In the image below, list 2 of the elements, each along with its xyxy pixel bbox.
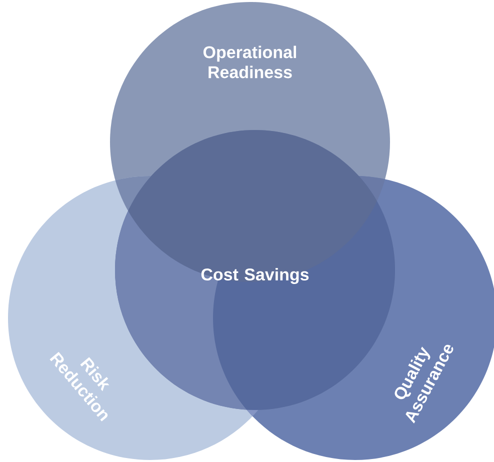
circle-label: Operational Readiness xyxy=(203,46,296,78)
circle-label: Cost Savings xyxy=(201,268,309,284)
